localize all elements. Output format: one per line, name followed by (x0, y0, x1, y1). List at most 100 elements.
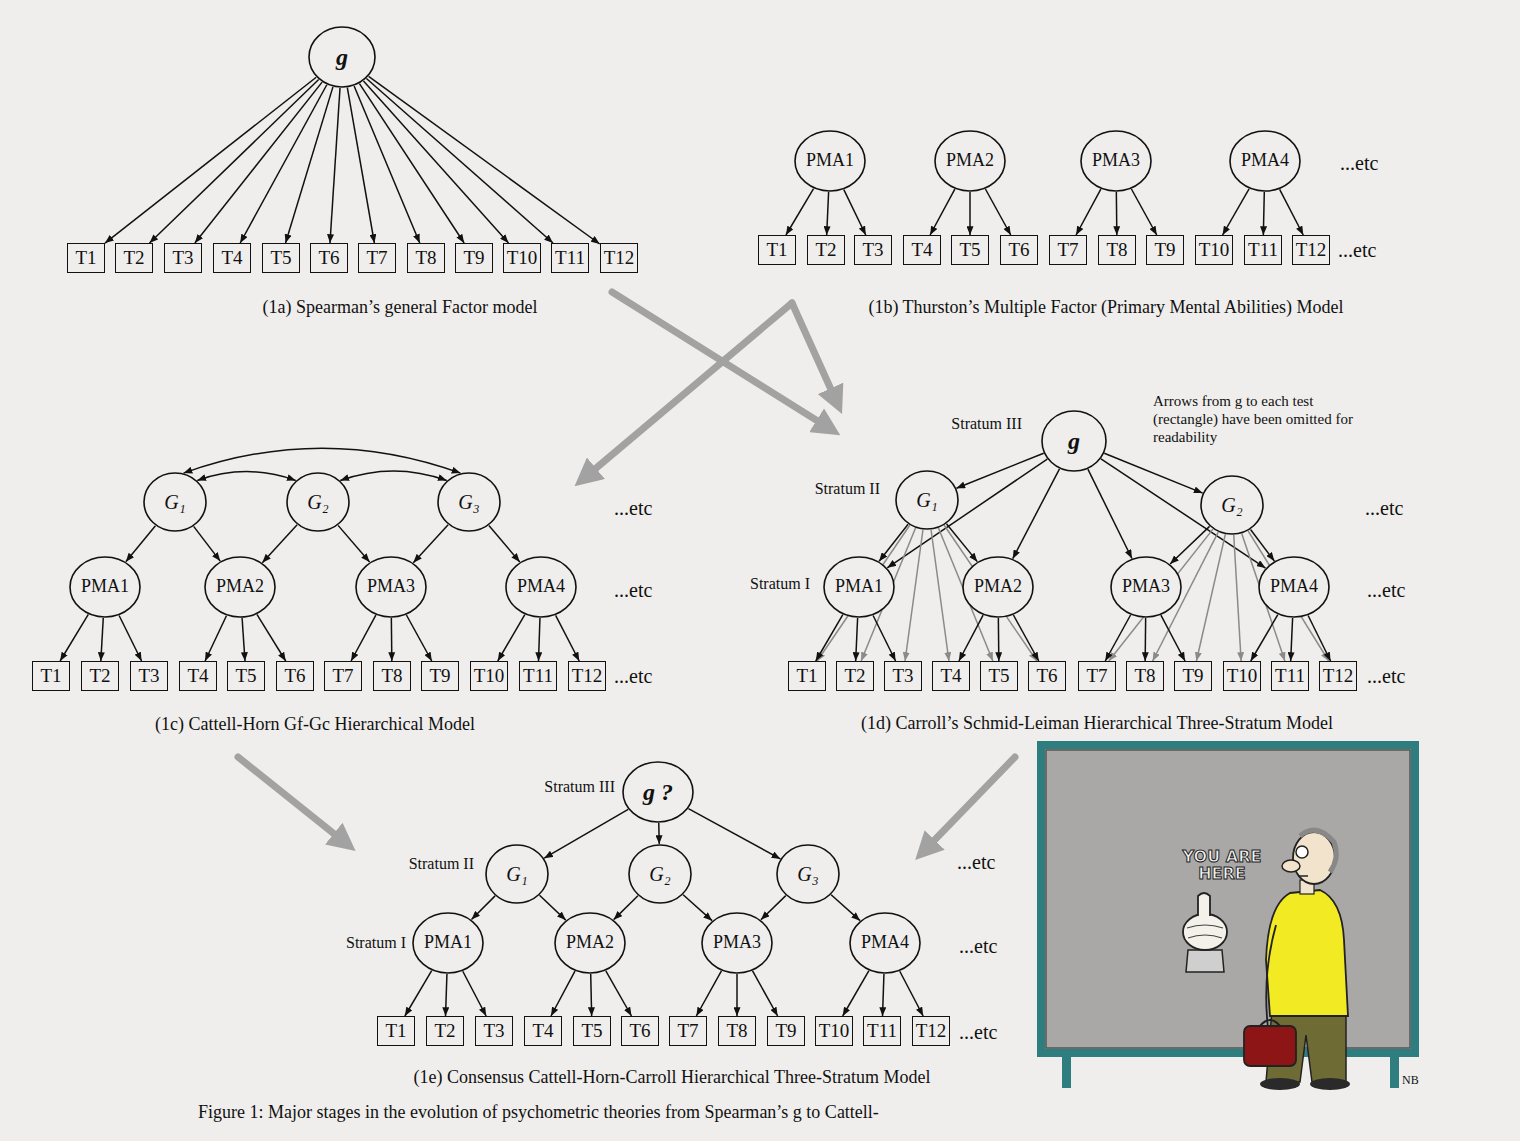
loading-arrow (946, 524, 977, 562)
test-label: T5 (959, 240, 980, 261)
circle-shape (1111, 557, 1181, 617)
test-box: T3 (475, 1016, 513, 1046)
etc-label: ...etc (614, 664, 652, 688)
loading-arrow (540, 895, 566, 920)
loading-arrow (391, 618, 393, 661)
test-box: T3 (130, 661, 168, 691)
figure-caption: Figure 1: Major stages in the evolution … (198, 1102, 879, 1124)
test-box: T10 (470, 661, 509, 691)
loading-arrow (471, 896, 495, 920)
test-label: T4 (532, 1021, 553, 1042)
test-label: T5 (581, 1021, 602, 1042)
test-label: T12 (604, 248, 635, 269)
circle-shape (623, 762, 693, 822)
loading-arrow (366, 79, 553, 243)
primary-ability-circle: PMA1 (794, 130, 866, 192)
test-box: T5 (227, 661, 265, 691)
factor-label: G₂ (649, 863, 670, 885)
test-label: T1 (766, 240, 787, 261)
loading-arrow (184, 448, 461, 473)
loading-arrow (614, 896, 638, 920)
circle-shape (1081, 131, 1151, 191)
test-label: T9 (463, 248, 484, 269)
test-label: T7 (1086, 666, 1107, 687)
test-box: T1 (67, 243, 105, 273)
loading-arrow (696, 971, 721, 1016)
test-box: T7 (324, 661, 362, 691)
loading-arrow (905, 530, 923, 661)
loading-arrow (786, 189, 814, 235)
loading-arrow (883, 974, 884, 1016)
test-label: T12 (1323, 666, 1354, 687)
etc-label: ...etc (1367, 578, 1405, 602)
loading-arrow (1263, 192, 1265, 235)
primary-ability-circle: PMA4 (1229, 130, 1301, 192)
loading-arrow (816, 615, 843, 661)
finger (1198, 893, 1210, 916)
test-box: T2 (81, 661, 119, 691)
test-label: T1 (40, 666, 61, 687)
loading-arrow (856, 618, 858, 661)
factor-label: PMA4 (517, 577, 565, 597)
transition-arrow (582, 303, 792, 480)
shoe (1310, 1078, 1350, 1090)
knuckles (1187, 925, 1223, 938)
loading-arrow (242, 618, 245, 661)
test-box: T4 (932, 661, 970, 691)
transition-arrow (792, 303, 838, 405)
board-frame (1041, 745, 1415, 1053)
loading-arrow (262, 525, 297, 563)
factor-label: G₁ (164, 491, 185, 513)
circle-shape (309, 27, 375, 87)
test-label: T4 (221, 248, 242, 269)
loading-arrow (257, 614, 286, 661)
test-label: T7 (677, 1021, 698, 1042)
broad-factor-circle: G₃ (437, 472, 501, 532)
circle-shape (287, 473, 349, 531)
sign-text: YOU ARE HERE (1170, 849, 1274, 883)
test-label: T3 (138, 666, 159, 687)
test-label: T12 (572, 666, 603, 687)
test-label: T2 (89, 666, 110, 687)
factor-label: PMA1 (835, 577, 883, 597)
board-inner-edge (1046, 750, 1410, 1048)
broad-factor-circle: G₁ (895, 470, 959, 530)
loading-arrow (844, 190, 866, 235)
primary-ability-circle: PMA2 (554, 912, 626, 974)
test-box: T6 (621, 1016, 659, 1046)
test-label: T2 (123, 248, 144, 269)
loading-arrow (1291, 618, 1293, 661)
circle-shape (1259, 557, 1329, 617)
loading-arrow (1308, 616, 1330, 661)
test-box: T2 (836, 661, 874, 691)
test-box: T8 (718, 1016, 756, 1046)
primary-ability-circle: PMA3 (355, 556, 427, 618)
test-label: T10 (819, 1021, 850, 1042)
loading-arrow (944, 525, 1037, 661)
loading-arrow (1013, 615, 1038, 661)
panel-caption: (1d) Carroll’s Schmid-Leiman Hierarchica… (861, 713, 1333, 735)
factor-label: G₁ (506, 863, 527, 885)
note: Arrows from g to each test (rectangle) h… (1153, 392, 1363, 446)
loading-arrow (931, 530, 949, 661)
loading-arrow (998, 618, 1000, 661)
test-label: T1 (385, 1021, 406, 1042)
primary-ability-circle: PMA3 (701, 912, 773, 974)
test-label: T7 (366, 248, 387, 269)
factor-label: PMA1 (81, 577, 129, 597)
test-label: T4 (911, 240, 932, 261)
test-label: T6 (629, 1021, 650, 1042)
test-label: T5 (270, 248, 291, 269)
transition-arrows (238, 292, 1015, 853)
circle-shape (824, 557, 894, 617)
man-arm (1266, 925, 1276, 1028)
circle-shape (935, 131, 1005, 191)
etc-label: ...etc (614, 496, 652, 520)
loading-arrow (1144, 618, 1146, 661)
loading-arrow (354, 86, 420, 243)
factor-label: PMA4 (861, 933, 909, 953)
test-box: T4 (213, 243, 251, 273)
test-box: T3 (854, 235, 892, 265)
test-box: T7 (1078, 661, 1116, 691)
circle-shape (205, 557, 275, 617)
